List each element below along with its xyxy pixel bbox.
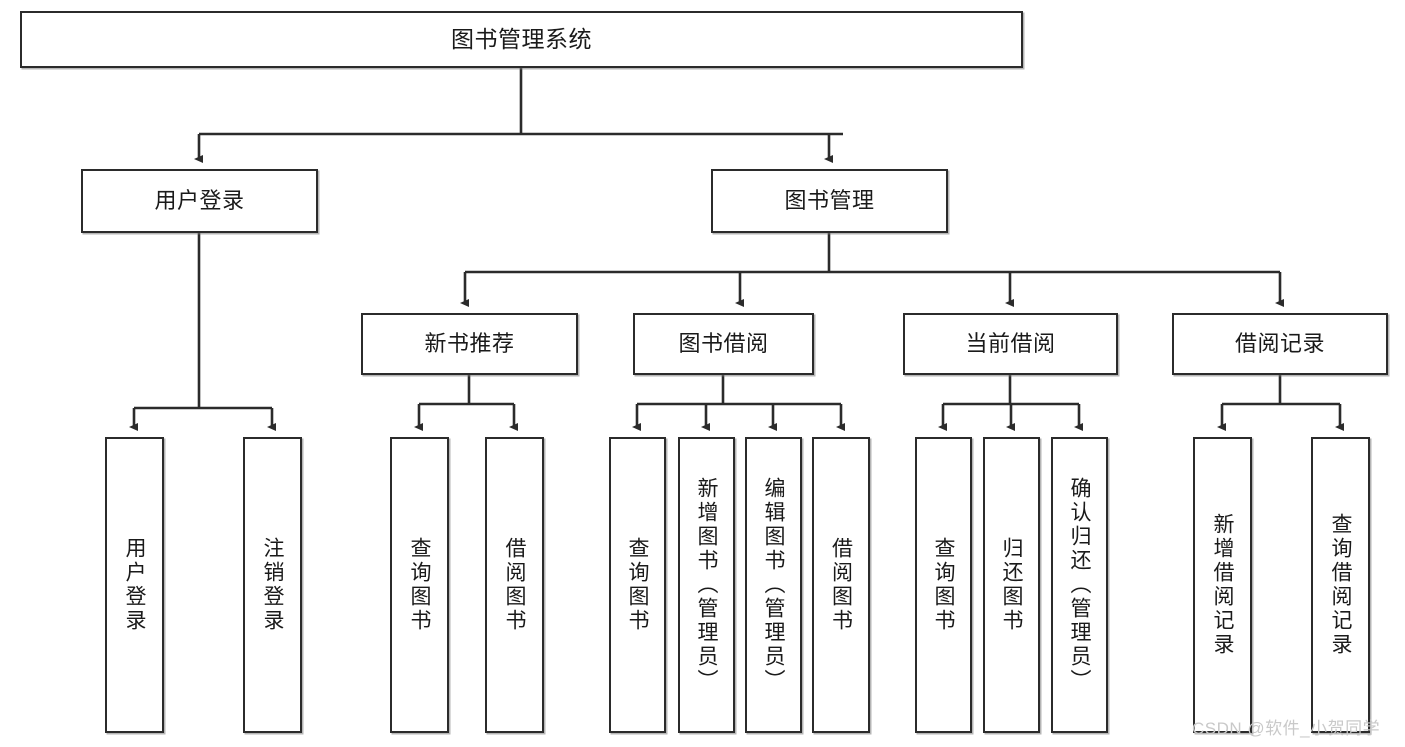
node-leaf-query-book-borrowing[interactable]: 查询图书 bbox=[609, 437, 666, 733]
node-label: 借阅图书 bbox=[829, 537, 853, 633]
node-label: 用户登录 bbox=[123, 537, 146, 633]
node-user-login[interactable]: 用户登录 bbox=[81, 169, 318, 233]
node-leaf-borrow-book-borrowing[interactable]: 借阅图书 bbox=[812, 437, 870, 733]
node-label: 图书管理系统 bbox=[451, 26, 592, 53]
node-label: 查询图书 bbox=[626, 537, 649, 633]
node-label: 新增借阅记录 bbox=[1211, 513, 1234, 657]
node-label: 当前借阅 bbox=[965, 331, 1056, 357]
node-label: 借阅记录 bbox=[1234, 331, 1325, 357]
node-label: 图书借阅 bbox=[678, 331, 769, 357]
node-leaf-query-book-recommendation[interactable]: 查询图书 bbox=[390, 437, 449, 733]
node-new-book-recommendation[interactable]: 新书推荐 bbox=[361, 313, 578, 375]
csdn-watermark: CSDN @软件_小贺同学 bbox=[1192, 719, 1381, 738]
node-label: 查询借阅记录 bbox=[1329, 513, 1352, 657]
node-label: 新增图书（管理员） bbox=[695, 477, 718, 693]
node-label: 确认归还（管理员） bbox=[1068, 477, 1091, 693]
node-label: 归还图书 bbox=[1000, 537, 1023, 633]
node-leaf-edit-book-admin[interactable]: 编辑图书（管理员） bbox=[745, 437, 802, 733]
node-borrowing-record[interactable]: 借阅记录 bbox=[1172, 313, 1388, 375]
node-root-book-management-system[interactable]: 图书管理系统 bbox=[20, 11, 1023, 68]
node-leaf-user-login[interactable]: 用户登录 bbox=[105, 437, 164, 733]
node-leaf-add-borrow-record[interactable]: 新增借阅记录 bbox=[1193, 437, 1252, 733]
node-label: 用户登录 bbox=[154, 188, 245, 214]
node-label: 编辑图书（管理员） bbox=[762, 477, 785, 693]
node-label: 借阅图书 bbox=[503, 537, 526, 633]
node-leaf-query-borrow-record[interactable]: 查询借阅记录 bbox=[1311, 437, 1370, 733]
node-label: 新书推荐 bbox=[424, 331, 515, 357]
node-label: 查询图书 bbox=[932, 537, 955, 633]
node-book-management[interactable]: 图书管理 bbox=[711, 169, 948, 233]
node-leaf-query-book-current[interactable]: 查询图书 bbox=[915, 437, 972, 733]
node-label: 查询图书 bbox=[408, 537, 431, 633]
node-leaf-confirm-return-admin[interactable]: 确认归还（管理员） bbox=[1051, 437, 1108, 733]
node-leaf-return-book[interactable]: 归还图书 bbox=[983, 437, 1040, 733]
node-label: 注销登录 bbox=[261, 537, 284, 633]
node-leaf-logout[interactable]: 注销登录 bbox=[243, 437, 302, 733]
node-leaf-borrow-book-recommendation[interactable]: 借阅图书 bbox=[485, 437, 544, 733]
node-leaf-add-book-admin[interactable]: 新增图书（管理员） bbox=[678, 437, 735, 733]
node-current-borrowing[interactable]: 当前借阅 bbox=[903, 313, 1118, 375]
node-label: 图书管理 bbox=[784, 188, 875, 214]
node-book-borrowing[interactable]: 图书借阅 bbox=[633, 313, 814, 375]
